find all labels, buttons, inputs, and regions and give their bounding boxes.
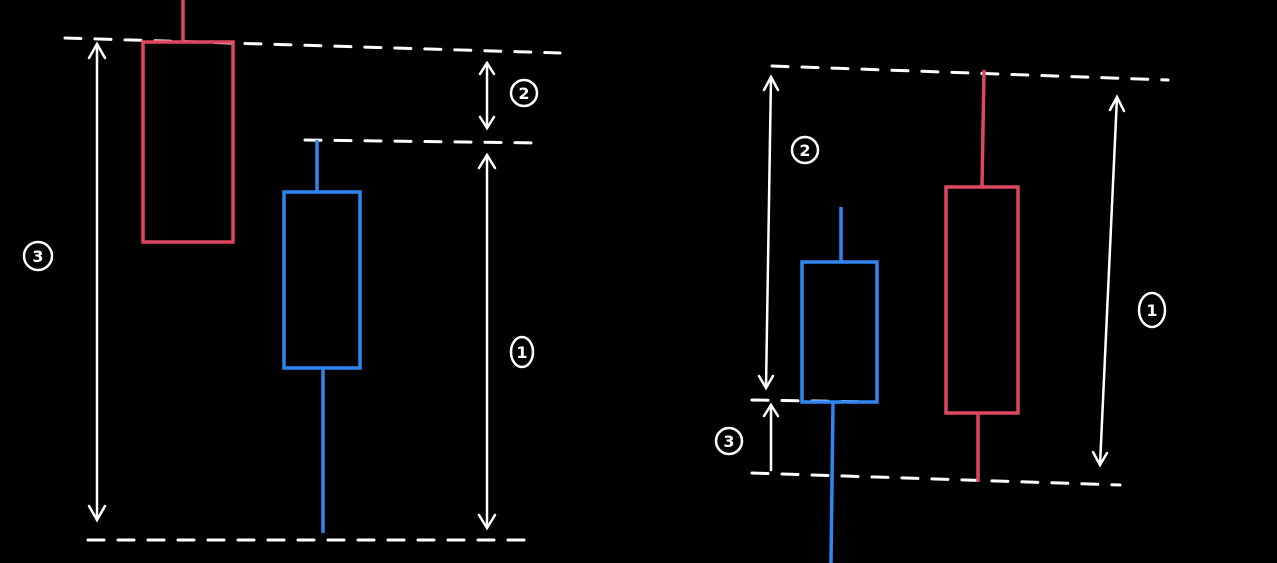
right-red-upper-wick — [980, 69, 986, 188]
right-label-2: 2 — [790, 135, 820, 165]
right-blue-candle — [800, 207, 879, 563]
right-blue-body — [800, 260, 879, 404]
left-blue-candle — [282, 140, 362, 533]
left-arrow-3 — [87, 41, 107, 523]
left-label-2-text: 2 — [518, 84, 529, 103]
right-top-dashed-line — [770, 64, 1170, 82]
right-red-candle — [944, 69, 1020, 482]
left-blue-body — [282, 190, 362, 370]
left-red-body — [141, 40, 235, 244]
right-blue-lower-wick — [829, 401, 835, 563]
left-panel: 3 2 1 — [22, 0, 562, 542]
right-label-1: 1 — [1137, 291, 1167, 329]
left-label-1: 1 — [509, 335, 535, 369]
left-arrow-1 — [477, 152, 497, 531]
left-label-2: 2 — [509, 78, 539, 108]
right-panel: 2 3 1 — [714, 64, 1170, 563]
left-label-1-text: 1 — [516, 343, 527, 362]
right-label-2-text: 2 — [799, 141, 810, 160]
right-arrow-3 — [762, 402, 780, 472]
left-top-dashed-line — [63, 36, 562, 55]
right-arrow-1 — [1091, 94, 1126, 468]
right-red-body — [944, 185, 1020, 415]
left-label-3: 3 — [22, 240, 54, 272]
left-red-candle — [141, 0, 235, 244]
right-label-3: 3 — [714, 426, 744, 456]
left-label-3-text: 3 — [32, 247, 43, 266]
right-arrow-2 — [757, 74, 780, 391]
right-bottom-dashed-line — [750, 471, 1122, 487]
left-arrow-2 — [478, 60, 496, 131]
right-label-3-text: 3 — [723, 432, 734, 451]
right-label-1-text: 1 — [1146, 301, 1157, 320]
left-mid-dashed-line — [303, 138, 542, 145]
